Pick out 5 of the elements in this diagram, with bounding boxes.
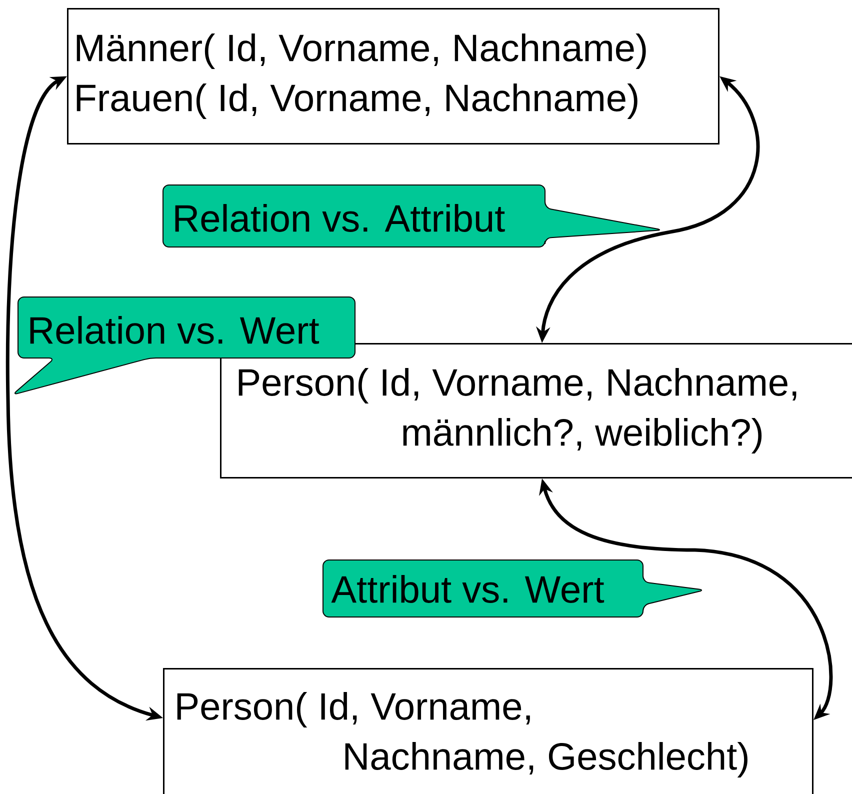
callout: Relation vs. Attribut [162, 184, 660, 248]
relation-box: Männer( Id, Vorname, Nachname) Frauen( Id, Vorname, Nachname) [67, 8, 720, 144]
relation-box: Person( Id, Vorname, Nachname, männlich?, weiblich?) [220, 343, 852, 478]
callout: Attribut vs. Wert [322, 560, 702, 618]
relation-box: Person( Id, Vorname, Nachname, Geschlecht) [163, 668, 814, 794]
